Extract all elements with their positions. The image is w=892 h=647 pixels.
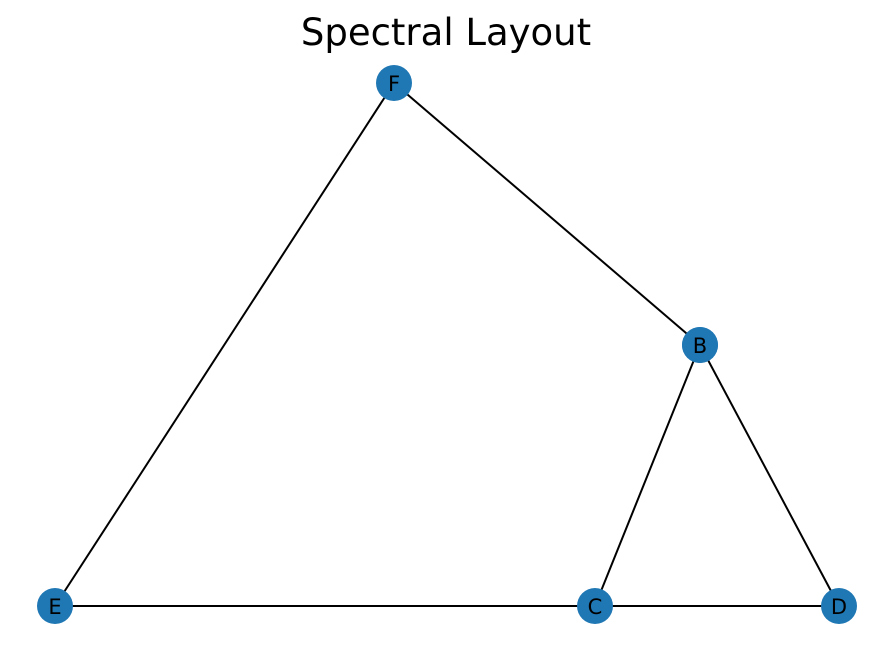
node-e: E	[37, 588, 73, 624]
node-f: F	[376, 65, 412, 101]
graph-edges	[54, 82, 840, 607]
node-label: D	[831, 595, 847, 619]
node-c: C	[577, 588, 613, 624]
node-circle	[376, 65, 412, 101]
edge-a-d	[699, 344, 840, 607]
node-label: C	[588, 595, 603, 619]
node-d: D	[821, 588, 857, 624]
node-label: F	[388, 72, 400, 96]
edge-f-e	[54, 82, 395, 607]
graph-nodes: ABCDEF	[37, 65, 857, 624]
graph-title: Spectral Layout	[301, 11, 591, 54]
node-label: E	[48, 595, 61, 619]
node-circle	[821, 588, 857, 624]
edge-a-c	[594, 344, 701, 607]
node-circle	[577, 588, 613, 624]
node-circle	[682, 327, 718, 363]
node-label: B	[693, 334, 707, 358]
node-circle	[37, 588, 73, 624]
node-b: B	[682, 327, 718, 363]
edge-f-a	[393, 82, 701, 346]
